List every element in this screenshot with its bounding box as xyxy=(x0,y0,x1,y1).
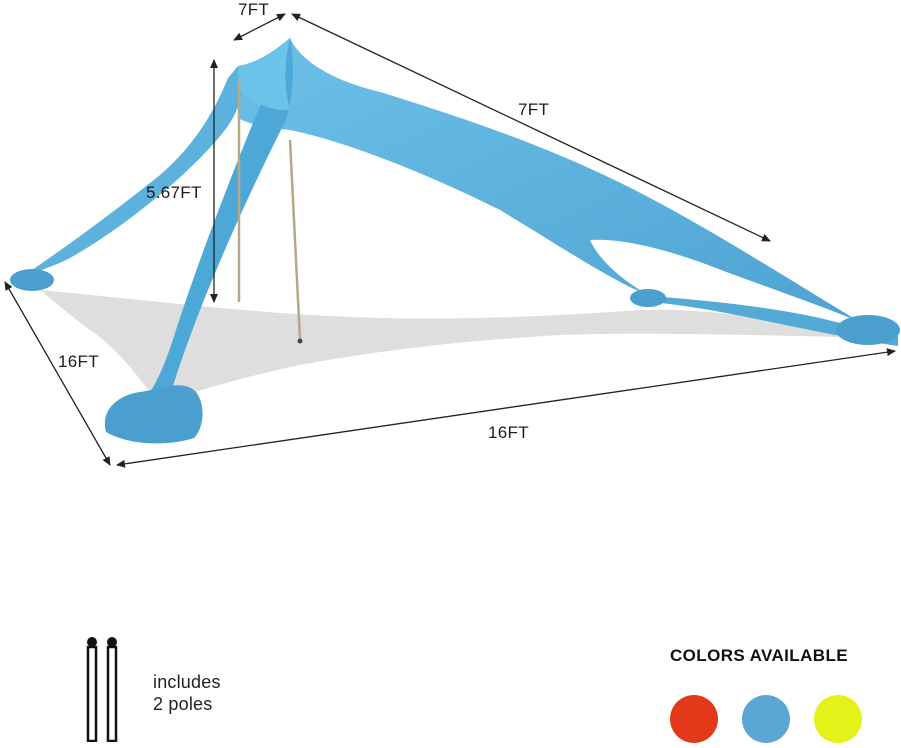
poles-caption-line2: 2 poles xyxy=(153,694,213,714)
dim-line-left-base xyxy=(4,281,111,466)
canopy-top-edge xyxy=(238,38,290,111)
canopy-right-edge xyxy=(650,296,898,346)
dimension-label-top-short: 7FT xyxy=(238,0,270,19)
dim-line-top-long xyxy=(291,13,771,242)
tent-poles-icon xyxy=(86,637,118,742)
dim-line-top-short xyxy=(233,13,286,41)
dimension-label-front-base: 16FT xyxy=(488,423,529,442)
color-swatch-yellow[interactable] xyxy=(814,695,862,743)
colors-available-title: COLORS AVAILABLE xyxy=(670,646,848,665)
color-swatch-blue[interactable] xyxy=(742,695,790,743)
dimension-label-height: 5.67FT xyxy=(146,183,202,202)
sandbag-right xyxy=(836,315,900,345)
sandbag-left xyxy=(10,269,54,291)
poles-caption-line1: includes xyxy=(153,672,221,692)
canopy-back-panel xyxy=(238,38,860,322)
dimension-label-left-base: 16FT xyxy=(58,352,99,371)
dim-line-front-base xyxy=(116,348,896,468)
color-swatches xyxy=(670,695,862,743)
poles-caption: includes 2 poles xyxy=(153,671,221,715)
dimension-label-top-long: 7FT xyxy=(518,100,550,119)
pole-front xyxy=(288,139,302,341)
color-swatch-red[interactable] xyxy=(670,695,718,743)
sandbag-front xyxy=(104,385,203,444)
sandbag-mid xyxy=(630,289,666,307)
